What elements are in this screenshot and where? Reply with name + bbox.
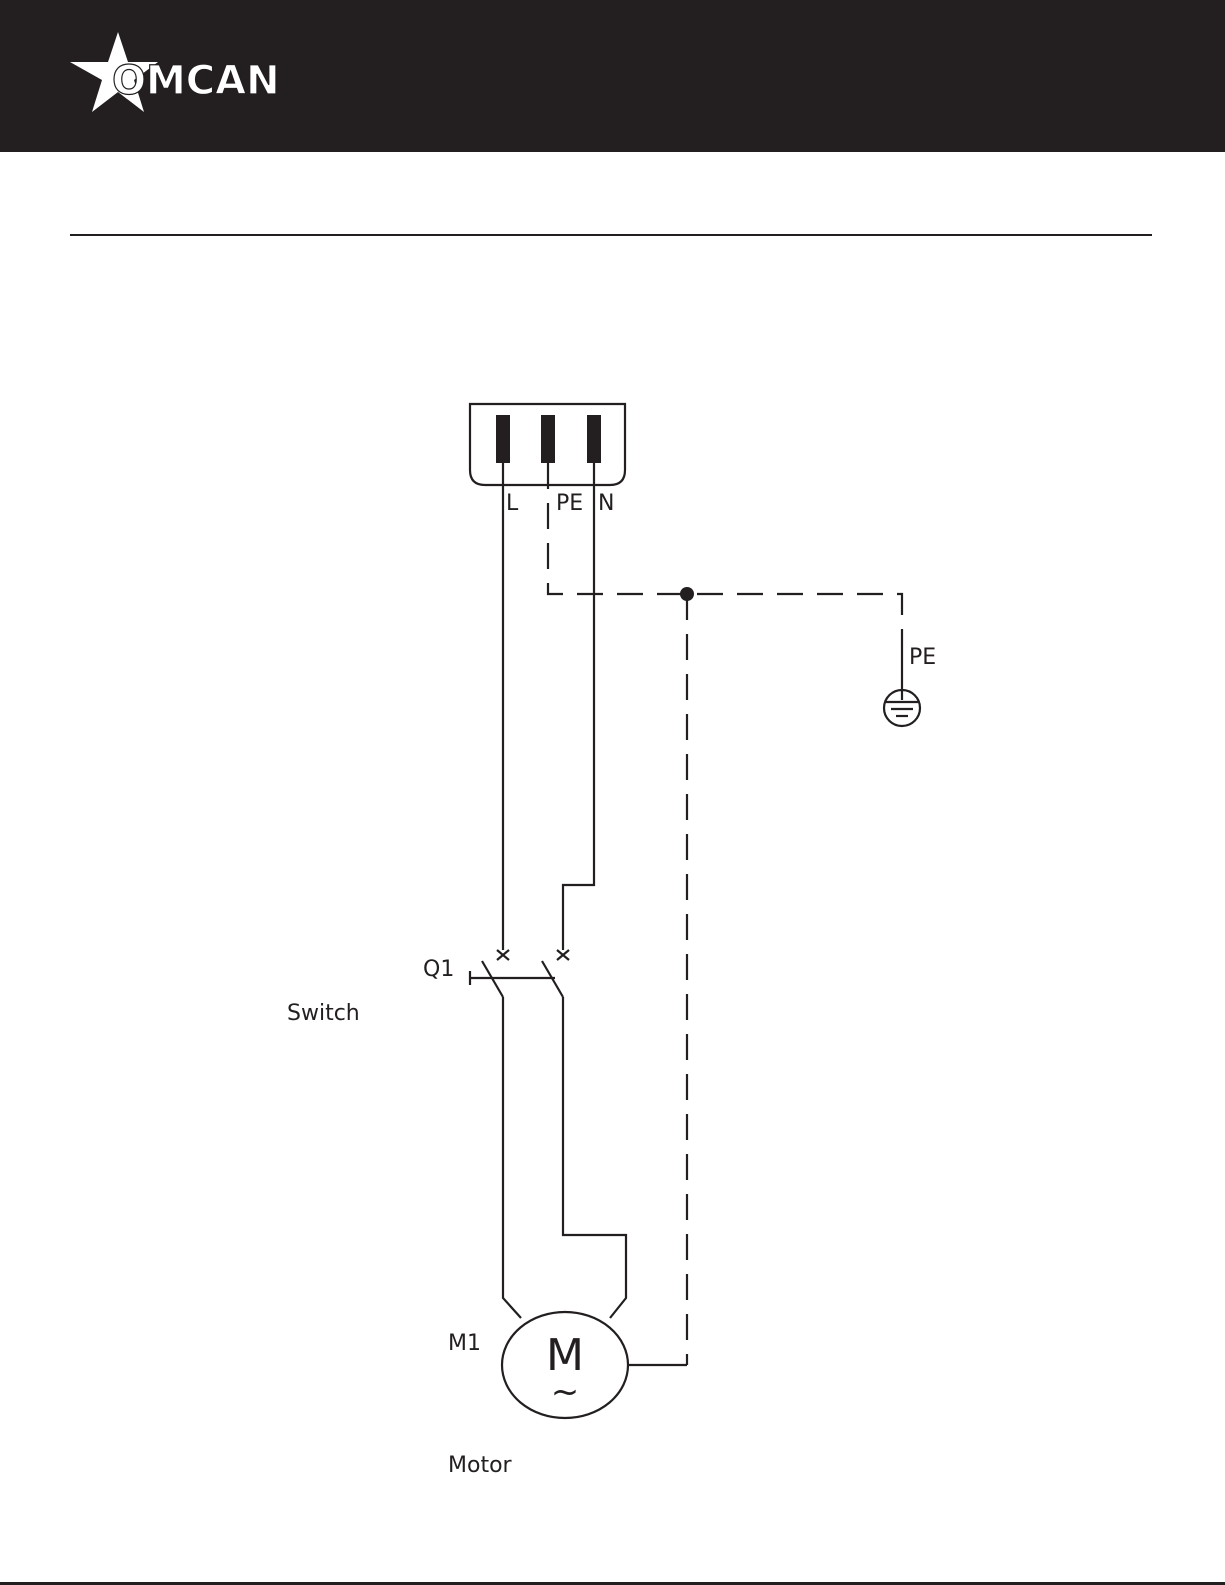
plug-label-pe: PE: [556, 491, 583, 516]
switch-label: Switch: [287, 1001, 360, 1026]
plug-pin-l: [496, 415, 510, 463]
wire-n: [563, 463, 594, 950]
pe-junction-dot: [680, 587, 694, 601]
motor-id: M1: [448, 1331, 481, 1356]
earth-label: PE: [909, 645, 936, 670]
switch-terminal-l: [497, 950, 509, 960]
switch-link: [470, 971, 555, 985]
switch-terminal-n: [557, 950, 569, 960]
wire-n-motor: [563, 997, 626, 1318]
switch-id: Q1: [423, 957, 454, 982]
plug-label-n: N: [598, 491, 614, 516]
motor-label: Motor: [448, 1453, 513, 1478]
plug-label-l: L: [506, 491, 519, 516]
motor-ac-sign: ~: [551, 1372, 580, 1412]
plug-pin-pe: [541, 415, 555, 463]
plug-pin-n: [587, 415, 601, 463]
wire-l-motor: [503, 997, 521, 1318]
